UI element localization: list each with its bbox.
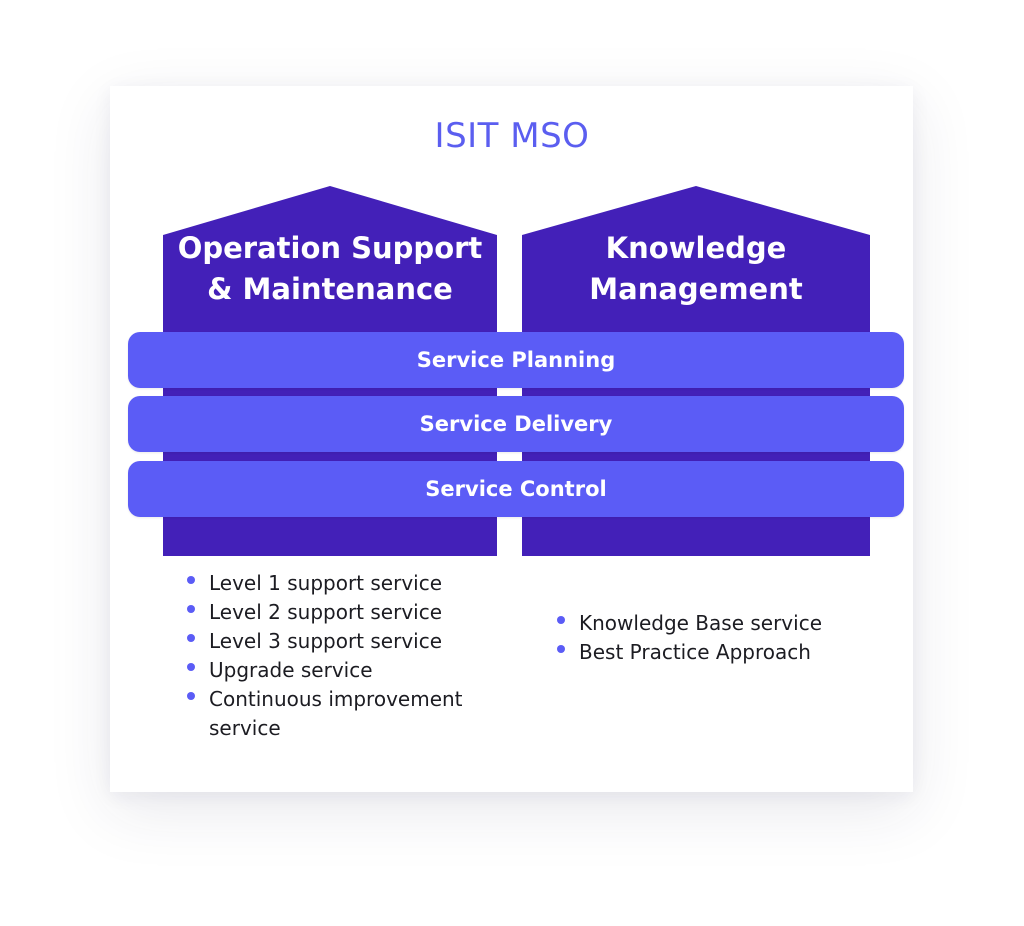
list-item: Level 1 support service xyxy=(183,569,483,598)
bullet-dot-icon xyxy=(187,692,195,700)
bullet-dot-icon xyxy=(557,645,565,653)
list-item-text: Level 2 support service xyxy=(209,600,443,624)
bullet-list-knowledge-management: Knowledge Base service Best Practice App… xyxy=(553,609,853,667)
list-item: Level 2 support service xyxy=(183,598,483,627)
band-service-planning: Service Planning xyxy=(128,332,904,388)
list-item: Level 3 support service xyxy=(183,627,483,656)
list-item: Continuous improvement service xyxy=(183,685,483,743)
list-item: Upgrade service xyxy=(183,656,483,685)
pillar-label-line: Knowledge xyxy=(605,231,787,265)
diagram-title: ISIT MSO xyxy=(434,116,590,156)
list-item-text: Knowledge Base service xyxy=(579,611,822,635)
pillar-label-operation-support: Operation Support & Maintenance xyxy=(163,228,497,310)
bullet-dot-icon xyxy=(187,663,195,671)
list-item-text: Upgrade service xyxy=(209,658,373,682)
bullet-dot-icon xyxy=(187,634,195,642)
list-item-text: Continuous improvement service xyxy=(209,687,463,740)
band-service-control: Service Control xyxy=(128,461,904,517)
bullet-list-operation-support: Level 1 support service Level 2 support … xyxy=(183,569,483,743)
pillar-label-line: Operation Support xyxy=(177,231,483,265)
bullet-dot-icon xyxy=(187,605,195,613)
list-item: Best Practice Approach xyxy=(553,638,853,667)
list-item-text: Level 1 support service xyxy=(209,571,443,595)
bullet-dot-icon xyxy=(557,616,565,624)
list-item: Knowledge Base service xyxy=(553,609,853,638)
pillar-label-knowledge-management: Knowledge Management xyxy=(522,228,870,310)
band-service-delivery: Service Delivery xyxy=(128,396,904,452)
list-item-text: Best Practice Approach xyxy=(579,640,811,664)
bullet-dot-icon xyxy=(187,576,195,584)
pillar-label-line: & Maintenance xyxy=(207,272,453,306)
list-item-text: Level 3 support service xyxy=(209,629,443,653)
pillar-label-line: Management xyxy=(589,272,803,306)
